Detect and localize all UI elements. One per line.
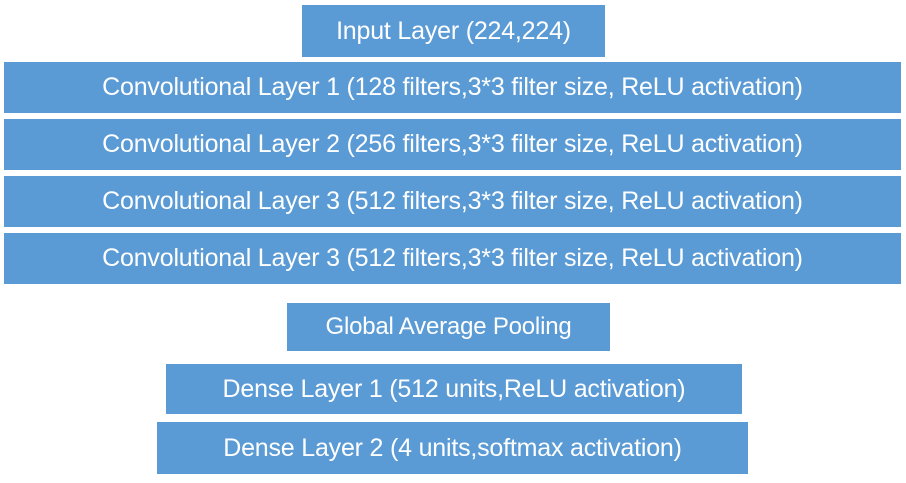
layer-box-conv-1: Convolutional Layer 1 (128 filters,3*3 f… bbox=[4, 62, 901, 113]
layer-box-dense-2: Dense Layer 2 (4 units,softmax activatio… bbox=[157, 422, 748, 474]
layer-box-conv-4: Convolutional Layer 3 (512 filters,3*3 f… bbox=[4, 233, 901, 284]
layer-box-conv-3: Convolutional Layer 3 (512 filters,3*3 f… bbox=[4, 176, 901, 227]
layer-box-global-average-pooling: Global Average Pooling bbox=[287, 303, 610, 351]
layer-box-dense-1: Dense Layer 1 (512 units,ReLU activation… bbox=[166, 364, 742, 414]
layer-box-conv-2: Convolutional Layer 2 (256 filters,3*3 f… bbox=[4, 119, 901, 170]
layer-box-input: Input Layer (224,224) bbox=[302, 5, 605, 57]
